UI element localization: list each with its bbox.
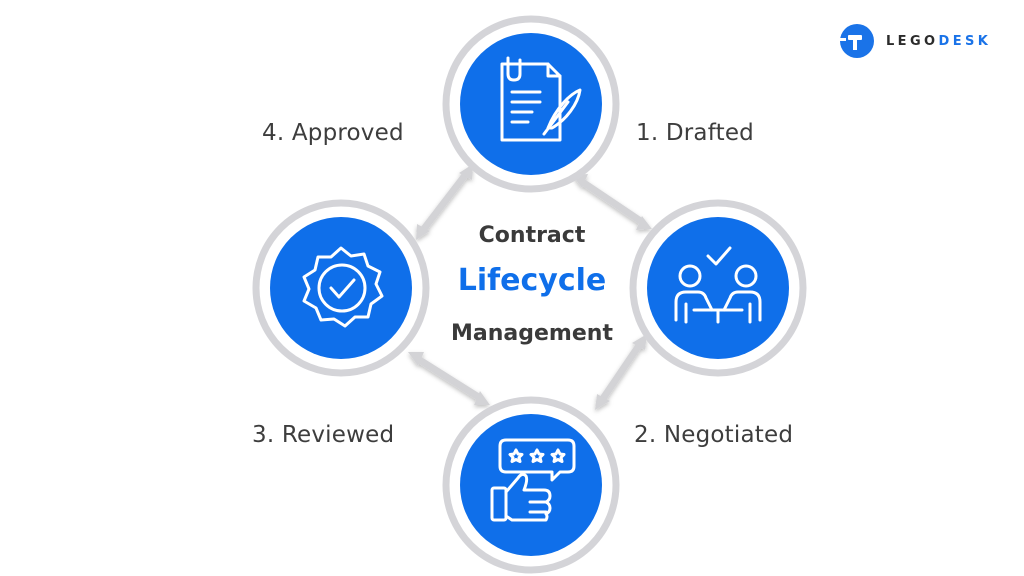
stage-label-drafted: 1. Drafted xyxy=(636,120,754,146)
logo-text: LEGODESK xyxy=(886,34,991,49)
stage-circle-drafted xyxy=(460,33,602,175)
arrow-reviewed-approved xyxy=(408,352,490,405)
handshake-meeting-icon xyxy=(674,246,762,324)
arrow-drafted-negotiated xyxy=(572,174,652,230)
stage-label-negotiated: 2. Negotiated xyxy=(634,422,794,448)
stage-circle-negotiated xyxy=(647,217,789,359)
stage-circle-approved xyxy=(270,217,412,359)
contract-quill-icon xyxy=(500,56,582,142)
center-title-management: Management xyxy=(451,321,613,346)
logo-text-lego: LEGO xyxy=(886,33,939,49)
logo-text-desk: DESK xyxy=(938,33,992,49)
center-title-lifecycle: Lifecycle xyxy=(457,263,607,298)
check-badge-icon xyxy=(302,246,384,328)
stage-circle-reviewed xyxy=(460,414,602,556)
arrow-negotiated-reviewed xyxy=(595,334,647,410)
center-title-contract: Contract xyxy=(478,223,586,248)
thumbs-up-rating-icon xyxy=(490,438,576,522)
logo-mark xyxy=(840,24,874,58)
arrow-approved-drafted xyxy=(416,164,473,240)
stage-label-reviewed: 3. Reviewed xyxy=(252,422,395,448)
stage-label-approved: 4. Approved xyxy=(262,120,404,146)
logo: LEGODESK xyxy=(836,20,991,62)
